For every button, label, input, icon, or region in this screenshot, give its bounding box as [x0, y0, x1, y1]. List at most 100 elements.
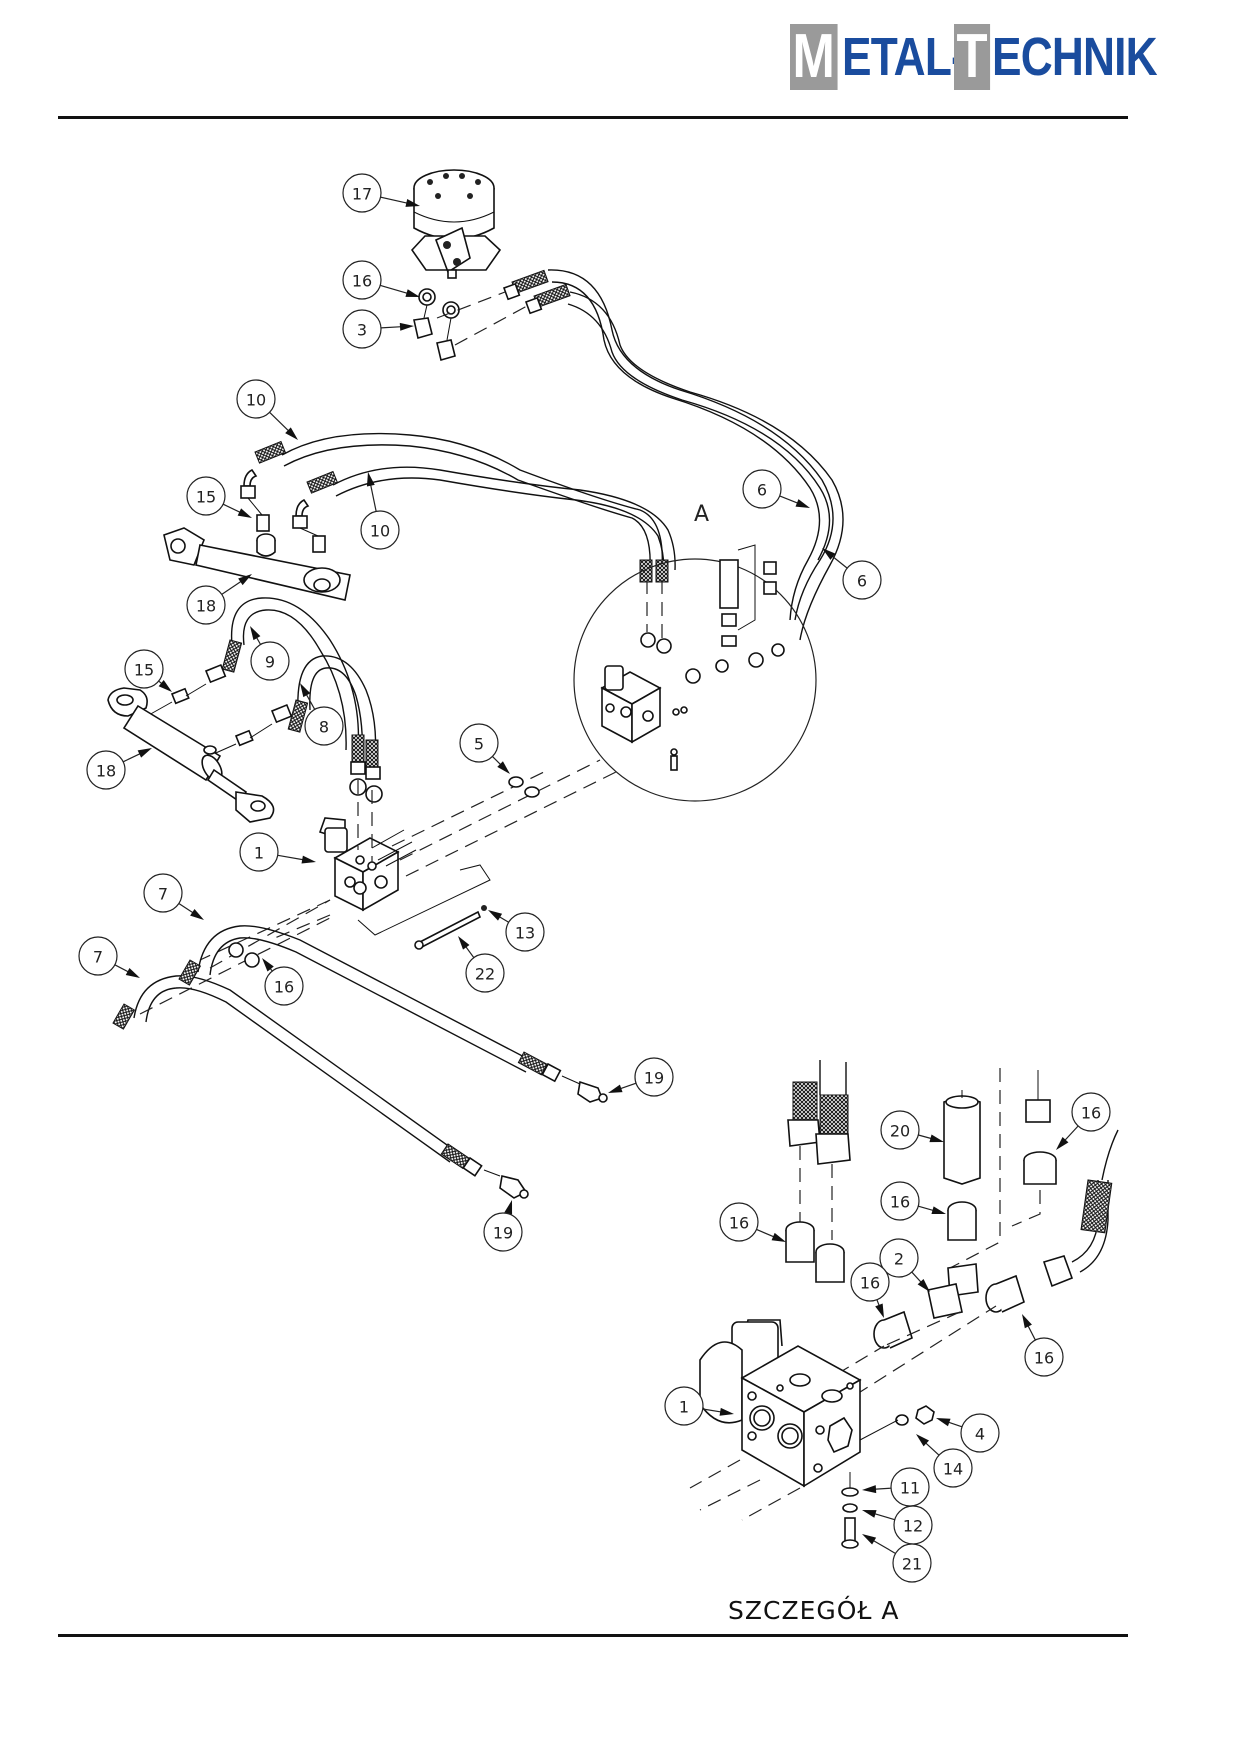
callout-arrowhead — [488, 910, 503, 921]
callout-arrowhead — [862, 1485, 877, 1494]
callout-balloon — [842, 560, 882, 600]
callout-balloon — [360, 510, 400, 550]
callout-arrowhead — [405, 199, 420, 207]
callout-balloon — [719, 1202, 759, 1242]
callout-number: 6 — [757, 481, 767, 500]
callout-balloon — [850, 1262, 890, 1302]
callout-16: 16 — [1056, 1092, 1111, 1150]
callout-number: 2 — [894, 1250, 904, 1269]
callout-19: 19 — [608, 1057, 674, 1097]
callout-balloon — [186, 476, 226, 516]
callout-16: 16 — [262, 958, 304, 1006]
callout-number: 4 — [975, 1425, 985, 1444]
callout-balloon — [78, 936, 118, 976]
callout-number: 8 — [319, 718, 329, 737]
callout-leader-line — [380, 284, 411, 295]
callout-number: 19 — [493, 1224, 513, 1243]
callout-arrowhead — [497, 761, 510, 774]
callout-12: 12 — [862, 1505, 933, 1545]
callout-balloon — [342, 309, 382, 349]
callout-arrowhead — [875, 1303, 884, 1318]
callout-number: 19 — [644, 1069, 664, 1088]
callout-balloon — [1024, 1337, 1064, 1377]
callout-balloon — [239, 832, 279, 872]
callout-balloon — [933, 1448, 973, 1488]
callout-balloon — [880, 1181, 920, 1221]
callout-balloon — [505, 912, 545, 952]
callout-balloon — [342, 173, 382, 213]
callout-5: 5 — [459, 723, 510, 774]
callout-balloon — [483, 1212, 523, 1252]
callout-number: 18 — [96, 762, 116, 781]
callout-10: 10 — [236, 379, 298, 440]
callout-arrowhead — [862, 1510, 877, 1518]
callout-9: 9 — [250, 626, 290, 681]
callout-2: 2 — [879, 1238, 930, 1292]
callout-17: 17 — [342, 173, 420, 213]
callout-balloon — [304, 706, 344, 746]
callout-arrowhead — [238, 574, 252, 586]
callout-arrowhead — [458, 936, 470, 950]
callout-7: 7 — [78, 936, 140, 978]
callout-arrowhead — [366, 472, 375, 487]
callout-balloon — [892, 1543, 932, 1583]
callout-number: 13 — [515, 924, 535, 943]
callout-number: 3 — [357, 321, 367, 340]
callout-number: 7 — [93, 948, 103, 967]
callout-number: 16 — [1081, 1104, 1101, 1123]
callout-number: 12 — [903, 1517, 923, 1536]
callout-arrowhead — [301, 855, 316, 864]
callout-number: 11 — [900, 1479, 920, 1498]
callout-number: 14 — [943, 1460, 963, 1479]
callout-15: 15 — [124, 649, 172, 692]
callout-arrowhead — [936, 1418, 951, 1427]
callout-arrowhead — [795, 499, 810, 508]
callout-leader-line — [221, 579, 245, 595]
metal-technik-logo: M ETAL- T ECHNIK — [790, 22, 1193, 92]
callout-number: 10 — [246, 391, 266, 410]
callout-18: 18 — [86, 748, 152, 790]
callout-16: 16 — [342, 260, 420, 300]
callout-arrowhead — [719, 1407, 734, 1416]
callout-arrowhead — [137, 748, 152, 758]
callout-number: 16 — [860, 1274, 880, 1293]
callout-number: 5 — [474, 735, 484, 754]
callout-number: 7 — [158, 885, 168, 904]
callout-leader-line — [870, 1538, 896, 1554]
valve-block-main — [199, 759, 621, 961]
callout-balloon — [1071, 1092, 1111, 1132]
motor-fittings — [413, 288, 460, 361]
callout-arrowhead — [917, 1278, 930, 1292]
callout-balloon — [342, 260, 382, 300]
callout-arrowhead — [608, 1084, 623, 1093]
callout-arrowhead — [250, 626, 261, 641]
detail-a-boundary — [573, 558, 817, 802]
callout-arrowhead — [1056, 1136, 1069, 1150]
callout-arrowhead — [190, 908, 204, 920]
callout-balloon — [264, 966, 304, 1006]
callout-balloon — [742, 469, 782, 509]
detail-a-caption: SZCZEGÓŁ A — [728, 1596, 900, 1625]
callout-19: 19 — [483, 1200, 523, 1252]
callout-number: 17 — [352, 185, 372, 204]
callout-arrowhead — [822, 548, 836, 560]
callout-arrowhead — [125, 967, 140, 978]
callout-arrowhead — [399, 322, 414, 331]
detail-a-marker: A — [694, 502, 710, 527]
logo-text-part2: ECHNIK — [991, 27, 1158, 87]
callout-arrowhead — [862, 1534, 877, 1545]
callout-16: 16 — [719, 1202, 786, 1242]
callout-arrowhead — [405, 289, 420, 297]
logo-text-part1: ETAL- — [841, 27, 966, 87]
callout-balloon — [664, 1386, 704, 1426]
callout-number: 6 — [857, 572, 867, 591]
hydraulic-cylinder-lower — [107, 687, 275, 823]
callout-number: 15 — [134, 661, 154, 680]
callout-number: 16 — [729, 1214, 749, 1233]
long-hoses-7 — [112, 899, 608, 1199]
callout-number: 10 — [370, 522, 390, 541]
callout-13: 13 — [488, 910, 545, 952]
callout-1: 1 — [664, 1386, 734, 1426]
callout-22: 22 — [458, 936, 505, 993]
